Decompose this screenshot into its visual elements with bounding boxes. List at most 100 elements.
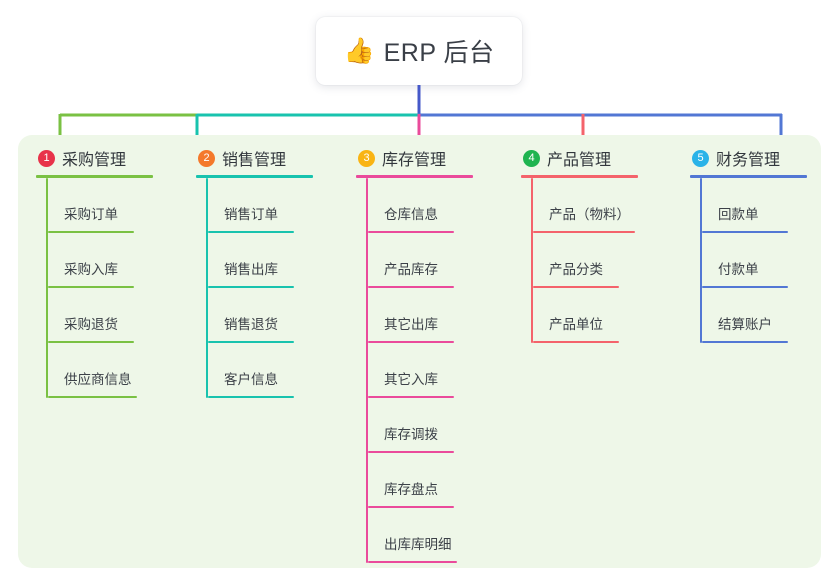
tree-node[interactable]: 其它入库 <box>366 343 516 398</box>
branch-header-5[interactable]: 5 财务管理 <box>690 147 839 169</box>
tree-node-rule <box>208 286 294 288</box>
tree-node[interactable]: 结算账户 <box>700 288 839 343</box>
branch-header-2[interactable]: 2 销售管理 <box>196 147 356 169</box>
tree-node-label: 产品分类 <box>549 262 603 277</box>
tree-node[interactable]: 仓库信息 <box>366 178 516 233</box>
tree-node-label: 库存盘点 <box>384 482 438 497</box>
branch-column-4: 4 产品管理 产品（物料） 产品分类产品单位 <box>521 147 681 343</box>
tree-node-rule <box>368 396 454 398</box>
tree-node[interactable]: 供应商信息 <box>46 343 196 398</box>
tree-node[interactable]: 销售退货 <box>206 288 356 343</box>
tree-node[interactable]: 销售出库 <box>206 233 356 288</box>
tree-node-label: 销售退货 <box>224 317 278 332</box>
branch-items-5: 回款单付款单结算账户 <box>700 178 839 343</box>
branch-spine-1 <box>46 178 48 398</box>
tree-node-label: 库存调拨 <box>384 427 438 442</box>
tree-node-rule <box>208 341 294 343</box>
thumbs-up-icon: 👍 <box>343 36 375 65</box>
tree-node-label: 销售订单 <box>224 207 278 222</box>
branch-items-3: 仓库信息产品库存其它出库其它入库库存调拨库存盘点出库库明细 <box>366 178 516 563</box>
tree-node-rule <box>702 286 788 288</box>
branch-column-2: 2 销售管理 销售订单销售出库销售退货客户信息 <box>196 147 356 398</box>
tree-node-rule <box>533 231 635 233</box>
tree-node-rule <box>368 506 454 508</box>
branch-title-2: 销售管理 <box>222 152 287 169</box>
tree-node-label: 产品单位 <box>549 317 603 332</box>
tree-node[interactable]: 采购退货 <box>46 288 196 343</box>
tree-node[interactable]: 出库库明细 <box>366 508 516 563</box>
tree-node-rule <box>368 341 454 343</box>
branch-column-5: 5 财务管理 回款单付款单结算账户 <box>690 147 839 343</box>
tree-node-rule <box>368 561 457 563</box>
tree-node-rule <box>533 341 619 343</box>
root-node-card[interactable]: 👍 ERP 后台 <box>316 17 522 85</box>
tree-node-label: 采购退货 <box>64 317 118 332</box>
tree-node[interactable]: 产品单位 <box>531 288 681 343</box>
branch-header-rule-2 <box>196 175 313 178</box>
tree-node[interactable]: 销售订单 <box>206 178 356 233</box>
tree-node-rule <box>368 451 454 453</box>
tree-node-label: 供应商信息 <box>64 372 132 387</box>
branch-items-1: 采购订单采购入库采购退货供应商信息 <box>46 178 196 398</box>
tree-node-label: 采购入库 <box>64 262 118 277</box>
tree-node[interactable]: 其它出库 <box>366 288 516 343</box>
tree-node[interactable]: 产品库存 <box>366 233 516 288</box>
tree-node[interactable]: 回款单 <box>700 178 839 233</box>
root-node-title: ERP 后台 <box>383 39 495 67</box>
tree-node-rule <box>48 341 134 343</box>
branch-title-1: 采购管理 <box>62 152 127 169</box>
tree-node-label: 产品（物料） <box>549 207 630 222</box>
branch-spine-5 <box>700 178 702 343</box>
branch-badge-5: 5 <box>692 149 709 167</box>
root-node-content: 👍 ERP 后台 <box>343 33 494 69</box>
branch-column-1: 1 采购管理 采购订单采购入库采购退货供应商信息 <box>36 147 196 398</box>
branch-items-4: 产品（物料） 产品分类产品单位 <box>531 178 681 343</box>
branch-spine-3 <box>366 178 368 563</box>
tree-node-label: 销售出库 <box>224 262 278 277</box>
tree-node[interactable]: 客户信息 <box>206 343 356 398</box>
tree-node-rule <box>533 286 619 288</box>
tree-node-label: 采购订单 <box>64 207 118 222</box>
branch-spine-4 <box>531 178 533 343</box>
branch-badge-4: 4 <box>523 149 540 167</box>
branch-header-rule-4 <box>521 175 638 178</box>
branch-spine-2 <box>206 178 208 398</box>
tree-node-label: 仓库信息 <box>384 207 438 222</box>
tree-node[interactable]: 库存盘点 <box>366 453 516 508</box>
tree-node-rule <box>48 231 134 233</box>
branch-header-rule-5 <box>690 175 807 178</box>
tree-node[interactable]: 产品（物料） <box>531 178 681 233</box>
tree-node[interactable]: 付款单 <box>700 233 839 288</box>
branch-badge-1: 1 <box>38 149 55 167</box>
tree-node-rule <box>48 396 137 398</box>
tree-node[interactable]: 产品分类 <box>531 233 681 288</box>
branch-header-3[interactable]: 3 库存管理 <box>356 147 516 169</box>
branch-title-4: 产品管理 <box>547 152 612 169</box>
tree-node-rule <box>368 231 454 233</box>
tree-node-label: 付款单 <box>718 262 759 277</box>
tree-node-label: 其它入库 <box>384 372 438 387</box>
tree-node-label: 出库库明细 <box>384 537 452 552</box>
branch-badge-2: 2 <box>198 149 215 167</box>
branch-header-1[interactable]: 1 采购管理 <box>36 147 196 169</box>
branch-header-4[interactable]: 4 产品管理 <box>521 147 681 169</box>
branch-column-3: 3 库存管理 仓库信息产品库存其它出库其它入库库存调拨库存盘点出库库明细 <box>356 147 516 563</box>
branch-badge-3: 3 <box>358 149 375 167</box>
tree-node-rule <box>208 231 294 233</box>
tree-node[interactable]: 采购入库 <box>46 233 196 288</box>
tree-node[interactable]: 库存调拨 <box>366 398 516 453</box>
tree-node-label: 结算账户 <box>718 317 772 332</box>
tree-node-rule <box>368 286 454 288</box>
branch-items-2: 销售订单销售出库销售退货客户信息 <box>206 178 356 398</box>
content-panel <box>18 135 821 568</box>
tree-node-rule <box>702 231 788 233</box>
tree-node-rule <box>208 396 294 398</box>
branch-title-5: 财务管理 <box>716 152 781 169</box>
tree-node[interactable]: 采购订单 <box>46 178 196 233</box>
tree-node-label: 客户信息 <box>224 372 278 387</box>
tree-node-rule <box>48 286 134 288</box>
branch-header-rule-1 <box>36 175 153 178</box>
branch-title-3: 库存管理 <box>382 152 447 169</box>
tree-node-rule <box>702 341 788 343</box>
